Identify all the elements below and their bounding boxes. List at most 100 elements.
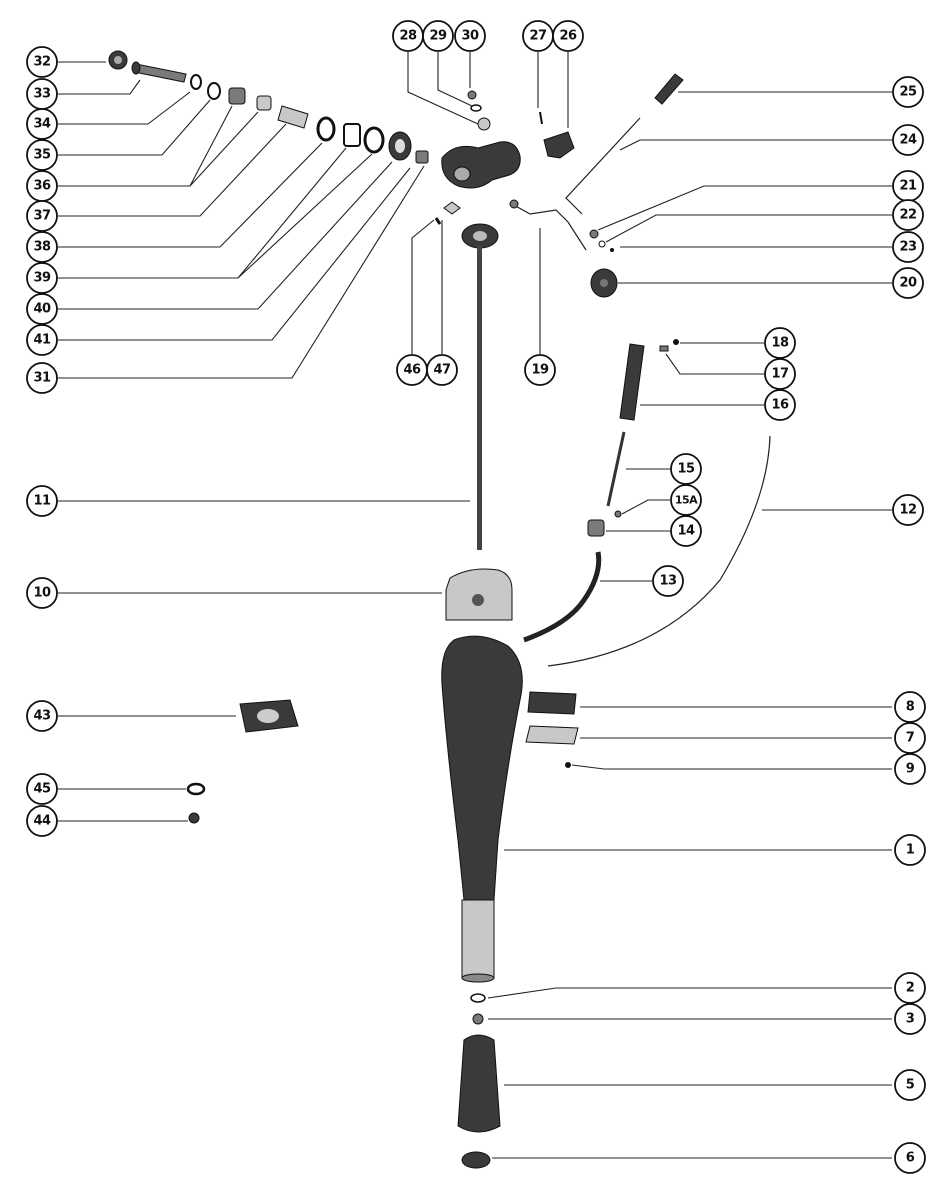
part-31-nut xyxy=(415,150,429,164)
callout-34: 34 xyxy=(26,108,58,140)
callout-47: 47 xyxy=(426,354,458,386)
callout-9: 9 xyxy=(894,753,926,785)
svg-text:46: 46 xyxy=(403,363,421,378)
callout-33: 33 xyxy=(26,78,58,110)
svg-text:38: 38 xyxy=(33,240,51,255)
callout-19: 19 xyxy=(524,354,556,386)
part-15-rod xyxy=(606,431,626,507)
part-30-nut xyxy=(467,90,477,100)
svg-text:14: 14 xyxy=(677,524,695,539)
svg-text:13: 13 xyxy=(659,574,677,589)
callout-6: 6 xyxy=(894,1142,926,1174)
svg-text:5: 5 xyxy=(906,1078,915,1093)
part-26-bracket xyxy=(543,131,575,159)
part-32-gear xyxy=(108,50,128,70)
callout-bubbles: 32 33 34 35 36 37 38 39 40 41 31 28 29 3… xyxy=(26,20,926,1174)
svg-text:22: 22 xyxy=(899,208,916,223)
callout-10: 10 xyxy=(26,577,58,609)
svg-text:26: 26 xyxy=(559,29,577,44)
svg-text:18: 18 xyxy=(771,336,789,351)
callout-2: 2 xyxy=(894,972,926,1004)
svg-text:41: 41 xyxy=(33,333,51,348)
svg-text:3: 3 xyxy=(906,1012,915,1027)
part-10-block xyxy=(445,568,513,621)
part-34-washer xyxy=(190,74,202,90)
svg-text:31: 31 xyxy=(33,371,51,386)
callout-17: 17 xyxy=(764,358,796,390)
svg-text:23: 23 xyxy=(899,240,917,255)
svg-text:21: 21 xyxy=(899,179,917,194)
callout-12: 12 xyxy=(892,494,924,526)
part-20-knob xyxy=(590,268,618,298)
callout-21: 21 xyxy=(892,170,924,202)
svg-text:35: 35 xyxy=(33,148,51,163)
callout-44: 44 xyxy=(26,805,58,837)
svg-text:10: 10 xyxy=(33,586,51,601)
callout-31: 31 xyxy=(26,362,58,394)
callout-20: 20 xyxy=(892,267,924,299)
callout-16: 16 xyxy=(764,389,796,421)
part-5-grip xyxy=(457,1034,501,1133)
callout-5: 5 xyxy=(894,1069,926,1101)
part-39-gasket xyxy=(343,123,361,147)
part-17-pin xyxy=(659,345,669,352)
callout-40: 40 xyxy=(26,293,58,325)
svg-text:44: 44 xyxy=(33,814,51,829)
part-43-plate xyxy=(239,699,299,733)
svg-text:17: 17 xyxy=(771,367,789,382)
part-drawings xyxy=(108,50,771,1169)
part-45-washer xyxy=(186,782,206,796)
part-40-ring xyxy=(363,126,385,154)
svg-text:9: 9 xyxy=(906,762,915,777)
callout-32: 32 xyxy=(26,46,58,78)
callout-14: 14 xyxy=(670,515,702,547)
svg-text:16: 16 xyxy=(771,398,789,413)
part-18-ball xyxy=(673,339,679,345)
callout-36: 36 xyxy=(26,170,58,202)
part-38-sleeve xyxy=(277,105,309,129)
part-shift-housing xyxy=(441,141,521,189)
svg-text:20: 20 xyxy=(899,276,917,291)
svg-text:34: 34 xyxy=(33,117,51,132)
part-3-nut xyxy=(472,1013,484,1025)
svg-text:37: 37 xyxy=(33,209,51,224)
callout-13: 13 xyxy=(652,565,684,597)
callout-8: 8 xyxy=(894,691,926,723)
callout-27: 27 xyxy=(522,20,554,52)
svg-text:12: 12 xyxy=(899,503,916,518)
part-22-washer xyxy=(598,240,606,248)
svg-text:8: 8 xyxy=(906,700,915,715)
part-41-bearing xyxy=(388,131,412,161)
callout-39: 39 xyxy=(26,262,58,294)
svg-text:7: 7 xyxy=(906,731,915,746)
svg-text:11: 11 xyxy=(33,494,51,509)
part-46-screw xyxy=(434,217,442,225)
part-12-cable xyxy=(547,435,771,667)
callout-29: 29 xyxy=(422,20,454,52)
part-28-bushing xyxy=(477,117,491,131)
part-19-link xyxy=(511,203,587,251)
callout-37: 37 xyxy=(26,200,58,232)
part-1-housing xyxy=(441,635,523,983)
svg-text:39: 39 xyxy=(33,271,51,286)
part-8-plate xyxy=(527,691,577,715)
svg-text:15: 15 xyxy=(677,462,695,477)
part-19-end xyxy=(509,199,519,209)
callout-38: 38 xyxy=(26,231,58,263)
part-24-lever-rod xyxy=(565,117,641,215)
part-15A-clip xyxy=(614,510,622,518)
svg-text:33: 33 xyxy=(33,87,51,102)
callout-11: 11 xyxy=(26,485,58,517)
part-9-screw xyxy=(565,762,571,768)
part-37-spacer xyxy=(256,95,272,111)
svg-text:36: 36 xyxy=(33,179,51,194)
callout-25: 25 xyxy=(892,76,924,108)
part-21-pin xyxy=(589,229,599,239)
callout-43: 43 xyxy=(26,700,58,732)
part-27-screw xyxy=(539,111,543,125)
callout-30: 30 xyxy=(454,20,486,52)
svg-text:6: 6 xyxy=(906,1151,915,1166)
part-2-ring xyxy=(470,993,486,1003)
leader-lines xyxy=(58,52,892,1159)
svg-text:28: 28 xyxy=(399,29,417,44)
